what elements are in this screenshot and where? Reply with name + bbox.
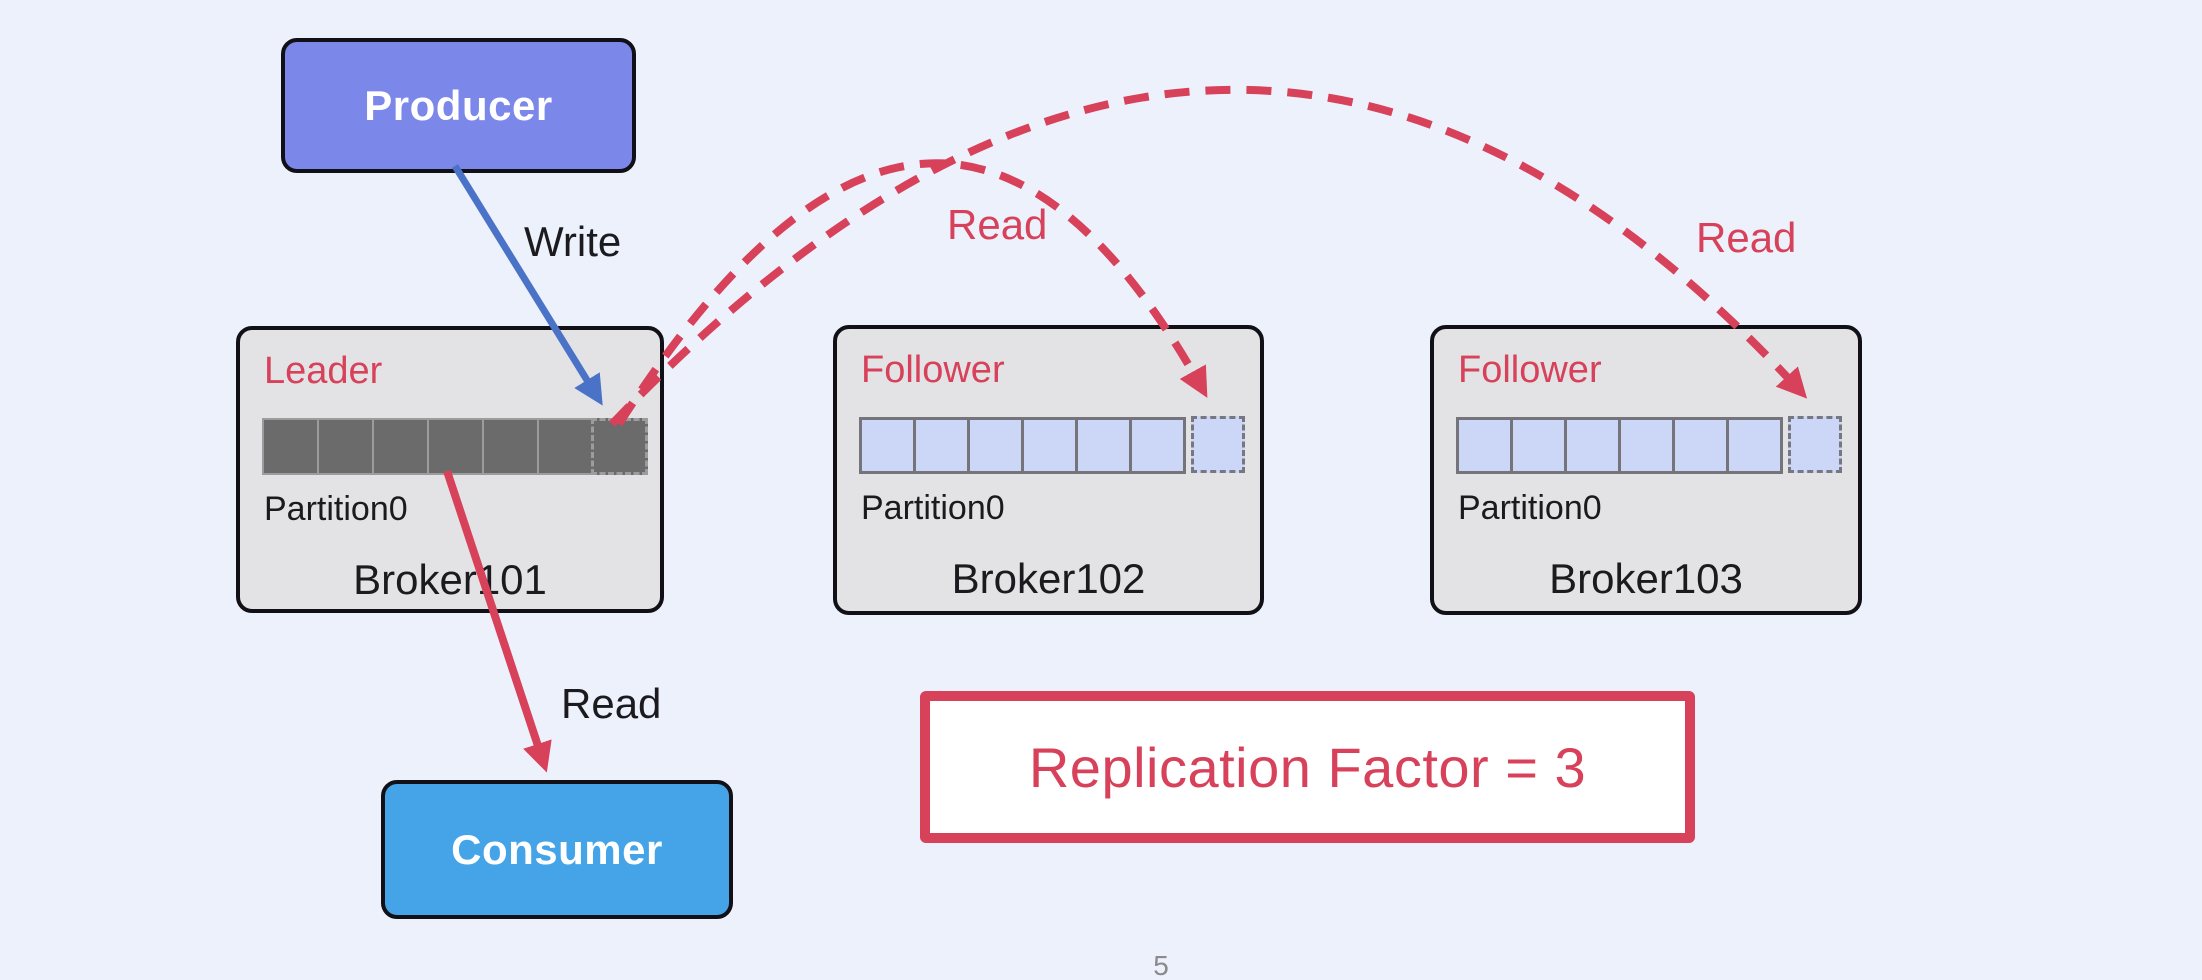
partition-segment — [1129, 417, 1186, 474]
broker-101-role-label: Leader — [264, 350, 383, 392]
partition-segment — [372, 418, 429, 475]
partition-segment — [427, 418, 484, 475]
consumer-label: Consumer — [451, 825, 663, 873]
broker-102-partition-bar — [859, 416, 1245, 474]
replication-factor-text: Replication Factor = 3 — [1028, 735, 1587, 799]
partition-segment — [1672, 417, 1729, 474]
partition-segment — [913, 417, 970, 474]
broker-101-partition-bar — [262, 418, 648, 475]
page-number: 5 — [1153, 950, 1169, 980]
partition-segment-incoming — [591, 418, 648, 475]
replication-factor-callout: Replication Factor = 3 — [920, 691, 1695, 843]
partition-segment — [262, 418, 319, 475]
broker-103-role-label: Follower — [1458, 349, 1602, 391]
broker-102-role-label: Follower — [861, 349, 1005, 391]
broker-103-partition-bar — [1456, 416, 1842, 474]
read-broker102-edge-label: Read — [947, 201, 1048, 248]
read-broker103-edge-label: Read — [1696, 214, 1797, 261]
consumer-node: Consumer — [381, 780, 733, 919]
partition-segment — [1726, 417, 1783, 474]
partition-segment — [967, 417, 1024, 474]
partition-segment — [1075, 417, 1132, 474]
partition-segment — [1456, 417, 1513, 474]
broker-103-box: Follower Partition0 Broker103 — [1430, 325, 1862, 615]
broker-103-name: Broker103 — [1549, 555, 1743, 602]
producer-label: Producer — [364, 81, 553, 129]
partition-segment — [537, 418, 594, 475]
partition-segment — [1564, 417, 1621, 474]
write-edge-label: Write — [524, 218, 622, 265]
partition-segment — [317, 418, 374, 475]
broker-101-box: Leader Partition0 Broker101 — [236, 326, 664, 613]
partition-segment — [859, 417, 916, 474]
broker-102-box: Follower Partition0 Broker102 — [833, 325, 1264, 615]
broker-101-partition-label: Partition0 — [264, 490, 408, 528]
broker-103-partition-label: Partition0 — [1458, 489, 1602, 527]
partition-segment-incoming — [1191, 416, 1245, 473]
broker-102-partition-label: Partition0 — [861, 489, 1005, 527]
partition-segment — [1618, 417, 1675, 474]
partition-segment-incoming — [1788, 416, 1842, 473]
partition-segment — [1510, 417, 1567, 474]
broker-102-name: Broker102 — [951, 555, 1146, 602]
broker-101-name: Broker101 — [353, 556, 547, 603]
producer-node: Producer — [281, 38, 636, 173]
partition-segment — [482, 418, 539, 475]
partition-segment — [1021, 417, 1078, 474]
read-consumer-edge-label: Read — [561, 680, 662, 727]
